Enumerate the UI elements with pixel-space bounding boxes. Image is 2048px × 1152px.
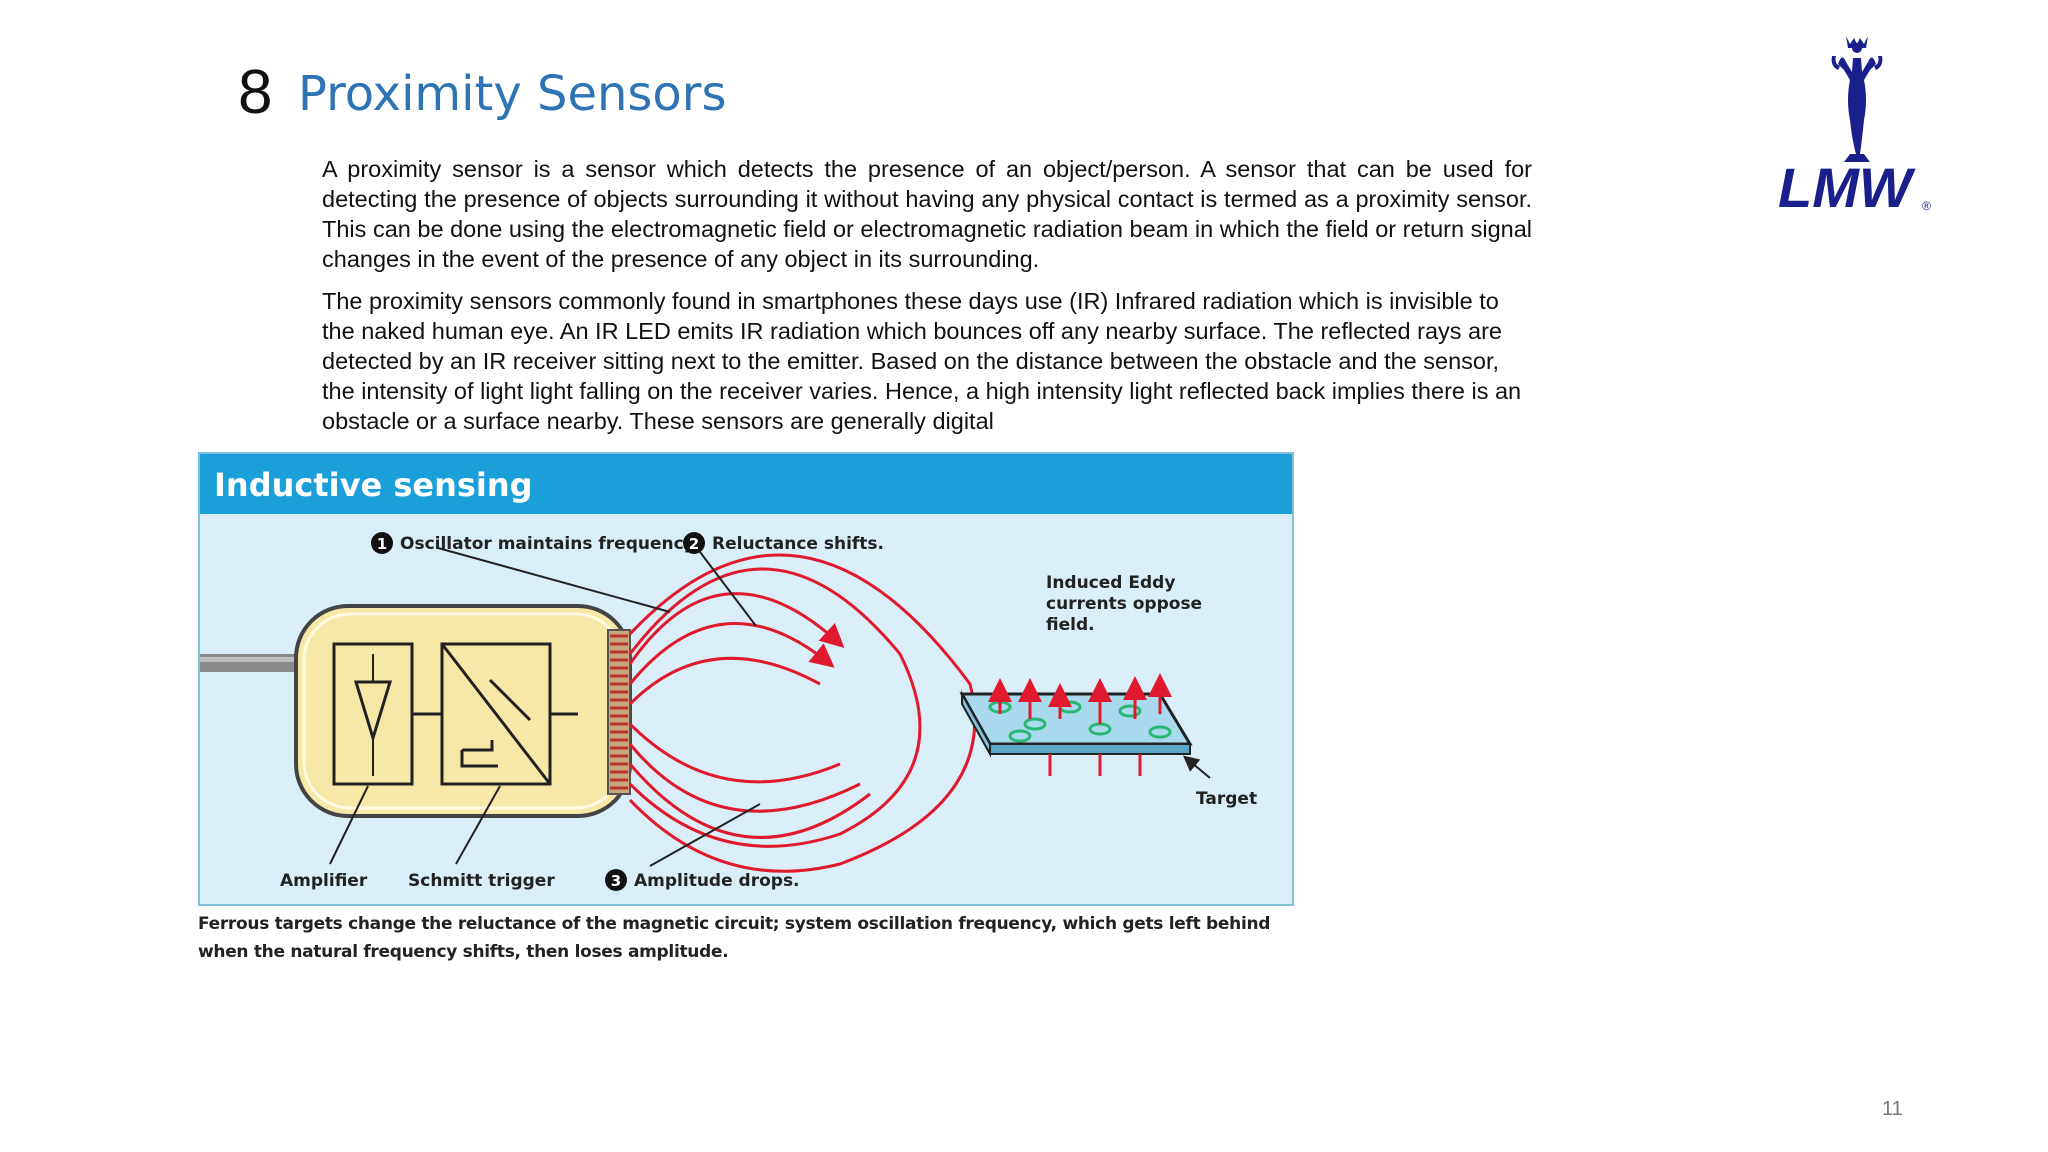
svg-text:3: 3: [611, 872, 621, 890]
registered-mark: ®: [1922, 199, 1931, 213]
eddy-label-line3: field.: [1046, 615, 1095, 635]
oscillator-label: Oscillator maintains frequency.: [400, 534, 700, 554]
figure-title: Inductive sensing: [214, 466, 533, 504]
intro-paragraph: A proximity sensor is a sensor which det…: [322, 156, 1532, 272]
lmw-logo: LMW ®: [1772, 30, 1942, 220]
inductive-sensing-diagram: 1 Oscillator maintains frequency. 2 Relu…: [200, 532, 1257, 891]
opposing-field-arrows: [988, 673, 1172, 776]
amplitude-label: Amplitude drops.: [634, 871, 800, 891]
inductive-sensing-figure: Inductive sensing: [198, 452, 1294, 906]
page-number: 11: [1882, 1098, 1903, 1120]
amplifier-label: Amplifier: [280, 871, 368, 891]
logo-figure-icon: [1831, 36, 1883, 162]
figure-caption: Ferrous targets change the reluctance of…: [198, 914, 1271, 962]
eddy-label-line2: currents oppose: [1046, 594, 1202, 614]
lmw-logo-graphic: LMW ®: [1778, 36, 1931, 219]
eddy-label-line1: Induced Eddy: [1046, 573, 1175, 593]
target-label: Target: [1196, 789, 1257, 809]
svg-text:1: 1: [377, 535, 387, 553]
step-3-badge: 3: [605, 869, 627, 891]
figure-header: Inductive sensing: [200, 454, 1292, 514]
sensor-coil: [607, 629, 631, 795]
reluctance-label: Reluctance shifts.: [712, 534, 884, 554]
sensor-cable: [200, 654, 300, 672]
step-2-badge: 2: [683, 532, 705, 554]
slide-number: 8: [238, 58, 273, 127]
slide-title: Proximity Sensors: [298, 66, 727, 122]
step-1-badge: 1: [371, 532, 393, 554]
schmitt-trigger-block: [440, 642, 552, 786]
magnetic-field-lines: [628, 553, 977, 873]
svg-text:2: 2: [689, 535, 699, 553]
logo-text: LMW: [1778, 156, 1916, 219]
ir-paragraph: The proximity sensors commonly found in …: [322, 288, 1522, 434]
schmitt-label: Schmitt trigger: [408, 871, 555, 891]
